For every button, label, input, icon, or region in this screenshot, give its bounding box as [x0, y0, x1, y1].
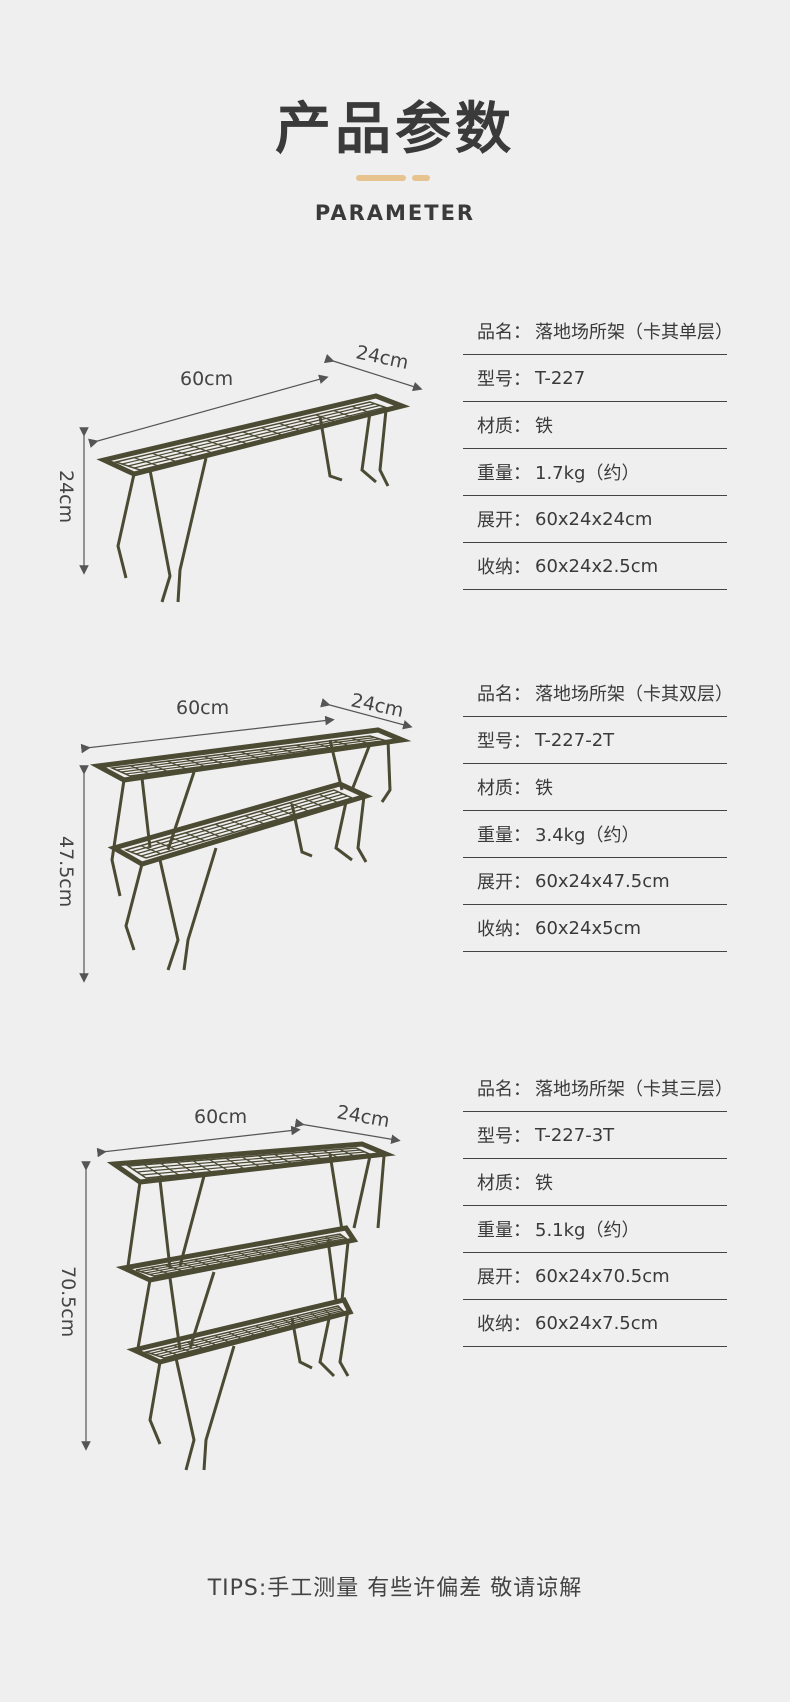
spec-row: 重量：3.4kg（约） — [463, 811, 727, 858]
page-title: 产品参数 — [275, 97, 515, 162]
grid-wire — [130, 791, 339, 853]
spec-row: 材质：铁 — [463, 402, 727, 449]
width-label: 24cm — [349, 689, 406, 722]
length-label: 60cm — [194, 1106, 247, 1128]
spec-row: 展开：60x24x47.5cm — [463, 858, 727, 905]
width-dimension-line — [320, 698, 413, 730]
spec-row: 品名：落地场所架（卡其三层） — [463, 1065, 727, 1112]
length-dimension-line — [80, 715, 335, 754]
spec-row: 材质：铁 — [463, 764, 727, 811]
rack-shelf — [89, 727, 412, 971]
length-label: 60cm — [180, 368, 233, 390]
rack-illustration-single: 60cm 24cm 24cm — [55, 341, 423, 603]
tips-note: TIPS:手工测量 有些许偏差 敬请谅解 — [207, 1576, 583, 1601]
width-label: 24cm — [354, 341, 411, 374]
spec-row: 重量：1.7kg（约） — [463, 449, 727, 496]
spec-row: 展开：60x24x24cm — [463, 496, 727, 543]
height-label: 47.5cm — [55, 836, 77, 907]
page-subtitle: PARAMETER — [314, 201, 476, 225]
spec-row: 重量：5.1kg（约） — [463, 1206, 727, 1253]
length-dimension-line — [96, 1125, 301, 1158]
spec-row: 型号：T-227-3T — [463, 1112, 727, 1159]
spec-row: 品名：落地场所架（卡其单层） — [463, 308, 727, 355]
width-label: 24cm — [335, 1101, 391, 1132]
grid-wire — [141, 1153, 370, 1176]
spec-row: 型号：T-227 — [463, 355, 727, 402]
spec-row: 材质：铁 — [463, 1159, 727, 1206]
grid-wire — [127, 404, 381, 467]
height-label: 24cm — [55, 470, 77, 523]
grid-wire — [150, 1306, 340, 1355]
spec-row: 展开：60x24x70.5cm — [463, 1253, 727, 1300]
accent-divider — [0, 175, 790, 181]
spec-row: 型号：T-227-2T — [463, 717, 727, 764]
height-label: 70.5cm — [57, 1266, 79, 1337]
width-dimension-line — [294, 1118, 401, 1144]
grid-wire — [149, 1237, 347, 1276]
accent-bar-long — [356, 175, 406, 181]
rack-illustration-triple: 60cm 24cm 70.5cm — [57, 1101, 401, 1471]
rack-shelf — [106, 1141, 396, 1471]
grid-wire — [140, 1234, 343, 1273]
width-dimension-line — [323, 353, 423, 392]
grid-wire — [154, 1308, 342, 1356]
spec-list-double: 品名：落地场所架（卡其双层） 型号：T-227-2T 材质：铁 重量：3.4kg… — [463, 670, 727, 952]
length-dimension-line — [88, 374, 329, 448]
rack-illustration-double: 60cm 24cm 47.5cm — [55, 689, 413, 983]
grid-wire — [133, 406, 386, 469]
spec-row: 品名：落地场所架（卡其双层） — [463, 670, 727, 717]
grid-wire — [120, 738, 381, 773]
grid-wire — [135, 793, 344, 855]
grid-wire — [140, 795, 348, 857]
spec-row: 收纳：60x24x7.5cm — [463, 1300, 727, 1347]
grid-wire — [136, 1151, 366, 1173]
length-label: 60cm — [176, 697, 229, 719]
rack-shelf — [96, 393, 411, 603]
grid-wire — [125, 739, 386, 775]
grid-wire — [144, 1236, 345, 1274]
spec-list-single: 品名：落地场所架（卡其单层） 型号：T-227 材质：铁 重量：1.7kg（约）… — [463, 308, 727, 590]
accent-bar-short — [412, 175, 430, 181]
grid-wire — [132, 1149, 361, 1170]
spec-row: 收纳：60x24x5cm — [463, 905, 727, 952]
grid-wire — [159, 1309, 343, 1358]
spec-row: 收纳：60x24x2.5cm — [463, 543, 727, 590]
grid-wire — [116, 736, 376, 771]
spec-list-triple: 品名：落地场所架（卡其三层） 型号：T-227-3T 材质：铁 重量：5.1kg… — [463, 1065, 727, 1347]
grid-wire — [121, 403, 376, 465]
